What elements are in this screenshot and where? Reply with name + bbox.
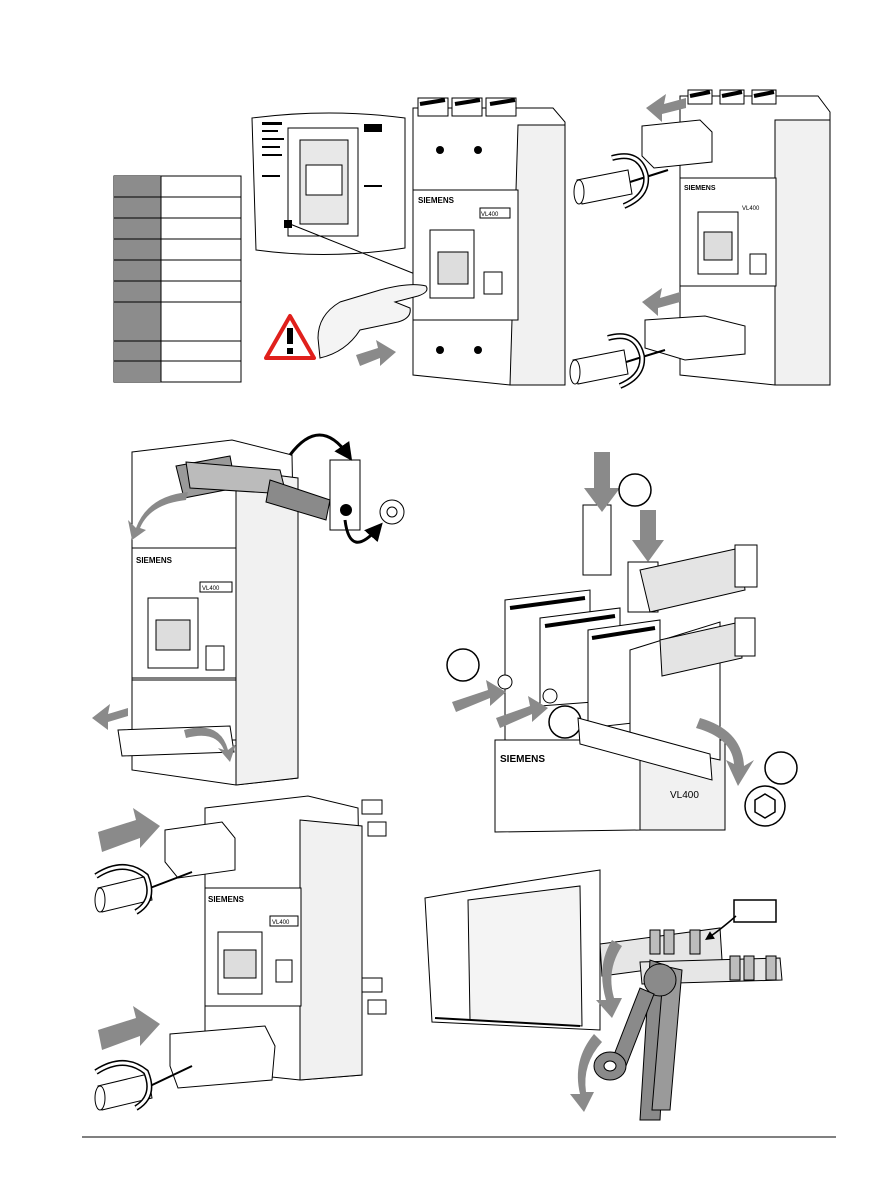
- screwdriver-icon: [94, 1060, 193, 1111]
- model-label: VL400: [272, 920, 290, 926]
- rotate-arrow-icon: [128, 492, 188, 540]
- rotate-arrow-icon: [596, 940, 622, 1018]
- callout-box: [733, 899, 777, 923]
- step-circle: [764, 751, 798, 785]
- panel-5-reinstall-covers: SIEMENS VL400: [94, 795, 387, 1111]
- screwdriver-icon: [94, 864, 193, 915]
- rotate-arrow-icon: [184, 727, 236, 762]
- warning-triangle-icon: [264, 314, 316, 360]
- pull-arrow-icon: [642, 288, 680, 316]
- step-circle: [446, 648, 480, 682]
- legend-table: [113, 175, 242, 383]
- rotate-arrow-icon: [570, 1034, 602, 1112]
- panel-6-wrench: [424, 869, 783, 1121]
- rotate-arrow-icon: [696, 718, 754, 786]
- brand-label: SIEMENS: [500, 754, 545, 765]
- step-circle: [618, 473, 652, 507]
- screwdriver-icon: [569, 333, 666, 389]
- model-label: VL400: [481, 212, 499, 218]
- panel-4-install-contacts: SIEMENS VL400: [446, 452, 798, 833]
- brand-label: SIEMENS: [418, 196, 455, 205]
- pull-arrow-icon: [646, 94, 686, 122]
- model-label: VL400: [742, 206, 760, 212]
- pull-arrow-icon: [92, 704, 128, 730]
- push-arrow-icon: [98, 1006, 160, 1050]
- brand-label: SIEMENS: [136, 556, 173, 565]
- push-arrow-icon: [98, 808, 160, 852]
- push-arrow-icon: [496, 696, 548, 728]
- down-arrow-icon: [632, 510, 664, 562]
- model-label: VL400: [670, 790, 699, 801]
- panel-2-remove-covers: SIEMENS VL400: [569, 89, 831, 389]
- brand-label: SIEMENS: [684, 185, 716, 192]
- panel-1-warning: SIEMENS VL400: [251, 97, 566, 386]
- panel-3-plug-contacts: SIEMENS VL400: [92, 433, 405, 786]
- model-label: VL400: [202, 586, 220, 592]
- push-arrow-icon: [356, 340, 396, 366]
- down-arrow-icon: [584, 452, 620, 512]
- push-arrow-icon: [452, 680, 506, 712]
- hex-wrench-icon: [744, 785, 786, 827]
- brand-label: SIEMENS: [208, 895, 245, 904]
- screwdriver-icon: [573, 153, 669, 209]
